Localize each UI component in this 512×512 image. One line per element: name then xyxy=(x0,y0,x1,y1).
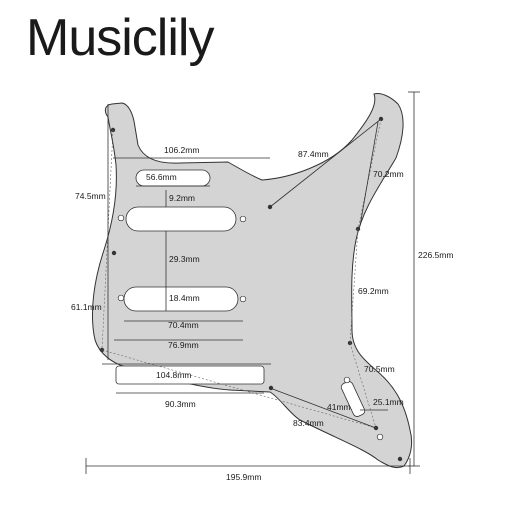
dim-label-61-1: 61.1mm xyxy=(71,302,102,312)
dim-label-41: 41mm xyxy=(327,402,351,412)
dim-label-29-3: 29.3mm xyxy=(169,254,200,264)
dimension-lines xyxy=(85,91,420,474)
dim-label-76-9: 76.9mm xyxy=(168,340,199,350)
dim-label-90-3: 90.3mm xyxy=(165,399,196,409)
dim-label-70-2: 70.2mm xyxy=(373,169,404,179)
screw-hole xyxy=(239,295,247,303)
screw-hole xyxy=(343,376,351,384)
dim-label-87-4: 87.4mm xyxy=(298,149,329,159)
dim-label-195-9: 195.9mm xyxy=(226,472,261,482)
dim-label-25-1: 25.1mm xyxy=(373,397,404,407)
dim-label-83-4: 83.4mm xyxy=(293,418,324,428)
brand-title: Musiclily xyxy=(26,9,214,67)
screw-hole xyxy=(239,215,247,223)
dim-label-70-4: 70.4mm xyxy=(168,320,199,330)
hole-lines xyxy=(101,118,382,429)
screw-hole xyxy=(117,214,125,222)
dim-label-70-5: 70.5mm xyxy=(364,364,395,374)
control-cavity xyxy=(115,365,265,385)
dim-label-9-2: 9.2mm xyxy=(169,193,195,203)
screw-hole xyxy=(117,294,125,302)
dim-label-226-5: 226.5mm xyxy=(418,250,453,260)
dim-label-69-2: 69.2mm xyxy=(358,286,389,296)
dim-label-74-5: 74.5mm xyxy=(75,191,106,201)
screw-hole xyxy=(376,433,384,441)
bridge-pickup-cavity xyxy=(123,286,239,312)
dim-label-56-6: 56.6mm xyxy=(146,172,177,182)
dim-label-106-2: 106.2mm xyxy=(164,145,199,155)
dim-label-18-4: 18.4mm xyxy=(169,293,200,303)
dim-label-104-8: 104.8mm xyxy=(156,370,191,380)
middle-pickup-cavity xyxy=(125,206,237,232)
